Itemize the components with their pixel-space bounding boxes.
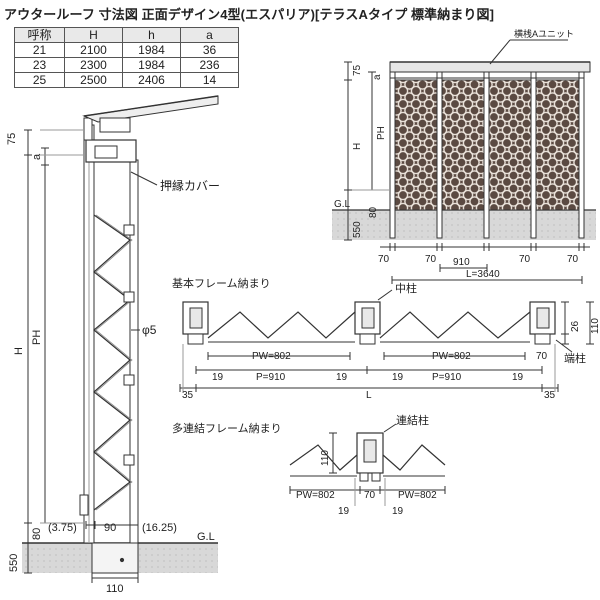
front-elevation-view: [332, 39, 596, 284]
dim-p: P=910: [256, 372, 286, 383]
dim-90: 90: [104, 522, 116, 534]
dim-75: 75: [352, 64, 363, 76]
dim-35: 35: [544, 390, 556, 401]
lattice-panel: [441, 79, 486, 211]
table-header: h: [122, 27, 181, 43]
dim-l: L: [366, 390, 372, 401]
dim-550: 550: [352, 221, 363, 238]
dim-80: 80: [31, 528, 43, 540]
dim-110: 110: [106, 583, 124, 595]
dim-ph: PH: [376, 126, 387, 140]
dim-19: 19: [336, 372, 348, 383]
table-row: 23 2300 1984 236: [14, 57, 239, 73]
section-title: 基本フレーム納まり: [172, 276, 271, 290]
truss: [379, 311, 531, 339]
truss: [207, 311, 356, 339]
dim-70: 70: [536, 351, 548, 362]
bracket: [123, 291, 135, 303]
dim-16-25: (16.25): [142, 522, 177, 534]
bracket: [123, 374, 135, 386]
dim-h-total: H: [352, 143, 363, 150]
label-phi5: φ5: [142, 323, 157, 337]
dim-35: 35: [182, 390, 194, 401]
label-gl: G.L: [334, 199, 351, 210]
basic-frame-labels: 基本フレーム納まり 中柱 端柱 PW=802 PW=802 P=910 P=91…: [172, 276, 600, 401]
bracket: [123, 224, 135, 236]
dim-pw: PW=802: [398, 490, 437, 501]
table-cell: 21: [14, 42, 65, 58]
dim-110: 110: [320, 450, 331, 466]
truss: [382, 444, 446, 471]
truss: [289, 444, 358, 471]
dim-l: L=3640: [466, 269, 500, 280]
lattice-panel: [535, 79, 580, 211]
lattice-panel: [394, 79, 439, 211]
table-cell: 1984: [122, 57, 181, 73]
anchor-point: [119, 557, 125, 563]
dim-a: a: [31, 153, 43, 160]
side-section-view: [22, 95, 219, 583]
table-cell: 23: [14, 57, 65, 73]
dim-110: 110: [590, 318, 600, 334]
dim-3-75: (3.75): [48, 522, 77, 534]
dim-ph: PH: [31, 330, 43, 345]
dim-a: a: [372, 74, 383, 80]
dim-70: 70: [425, 254, 437, 265]
dim-550: 550: [8, 554, 20, 572]
spec-table: 呼称 H h a 21 2100 1984 36 23 2300 1984 23…: [14, 27, 239, 88]
dim-19: 19: [212, 372, 224, 383]
dim-80: 80: [368, 206, 379, 218]
multi-frame-plan: [289, 423, 446, 506]
post: [436, 71, 443, 239]
dim-70: 70: [567, 254, 579, 265]
dim-910: 910: [453, 257, 470, 268]
dim-19: 19: [512, 372, 524, 383]
dim-h-total: H: [13, 347, 25, 355]
dim-70: 70: [519, 254, 531, 265]
basic-frame-plan: [179, 289, 594, 392]
dim-19: 19: [338, 506, 350, 517]
bracket: [123, 454, 135, 466]
foundation: [91, 542, 139, 574]
post: [578, 71, 585, 239]
dim-26: 26: [570, 320, 581, 332]
label-end-post: 端柱: [564, 351, 586, 365]
table-header: 呼称: [14, 27, 65, 43]
multi-frame-labels: 多連結フレーム納まり 連結柱 110 PW=802 70 PW=802 19 1…: [172, 413, 437, 517]
post: [483, 71, 490, 239]
section-title: 多連結フレーム納まり: [172, 421, 282, 435]
lattice-brace: [93, 214, 131, 511]
dim-19: 19: [392, 372, 404, 383]
post: [530, 71, 537, 239]
roof-gutter: [83, 117, 93, 141]
dim-pw: PW=802: [432, 351, 471, 362]
dim-70: 70: [378, 254, 390, 265]
dim-70: 70: [364, 490, 376, 501]
table-cell: 25: [14, 72, 65, 88]
table-header-row: 呼称 H h a: [14, 27, 239, 43]
label-gl: G.L: [197, 531, 215, 543]
front-post: [129, 159, 139, 544]
table-cell: 14: [180, 72, 239, 88]
bottom-rail: [79, 494, 89, 516]
ground-hatch: [332, 210, 596, 240]
front-elevation-labels: 横桟Aユニット 75 a H PH G.L 80 550 70 70 70 70…: [334, 28, 579, 280]
label-connect-post: 連結柱: [396, 413, 429, 427]
label-center-post: 中柱: [395, 281, 417, 295]
dim-75: 75: [6, 133, 18, 145]
dim-pw: PW=802: [252, 351, 291, 362]
dim-19: 19: [392, 506, 404, 517]
dim-pw: PW=802: [296, 490, 335, 501]
side-section-labels: 75 a H PH 80 550 押縁カバー φ5 (3.75) 90 (16.…: [6, 133, 220, 595]
page-title: アウタールーフ 寸法図 正面デザイン4型(エスパリア)[テラスAタイプ 標準納ま…: [4, 7, 495, 22]
label-unit: 横桟Aユニット: [514, 28, 574, 39]
dim-p: P=910: [432, 372, 462, 383]
lattice-panel: [488, 79, 533, 211]
table-cell: 2500: [64, 72, 123, 88]
post: [389, 71, 396, 239]
label-cover: 押縁カバー: [160, 178, 220, 193]
table-row: 25 2500 2406 14: [14, 72, 239, 88]
